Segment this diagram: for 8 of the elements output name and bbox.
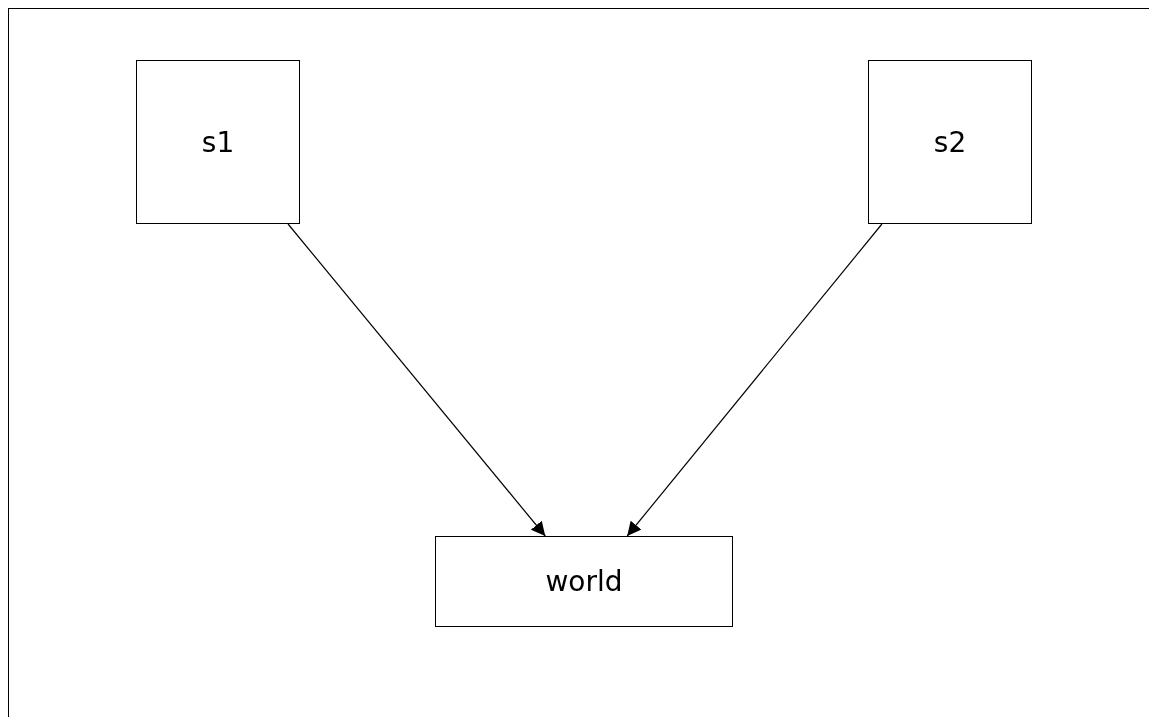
arrow — [626, 223, 883, 537]
process-box — [435, 536, 733, 627]
node-label: world — [545, 565, 623, 598]
process-box — [136, 60, 300, 224]
arrow — [287, 223, 546, 537]
node-label: s1 — [201, 125, 235, 159]
process-box — [868, 60, 1032, 224]
node-label: s2 — [933, 125, 967, 159]
